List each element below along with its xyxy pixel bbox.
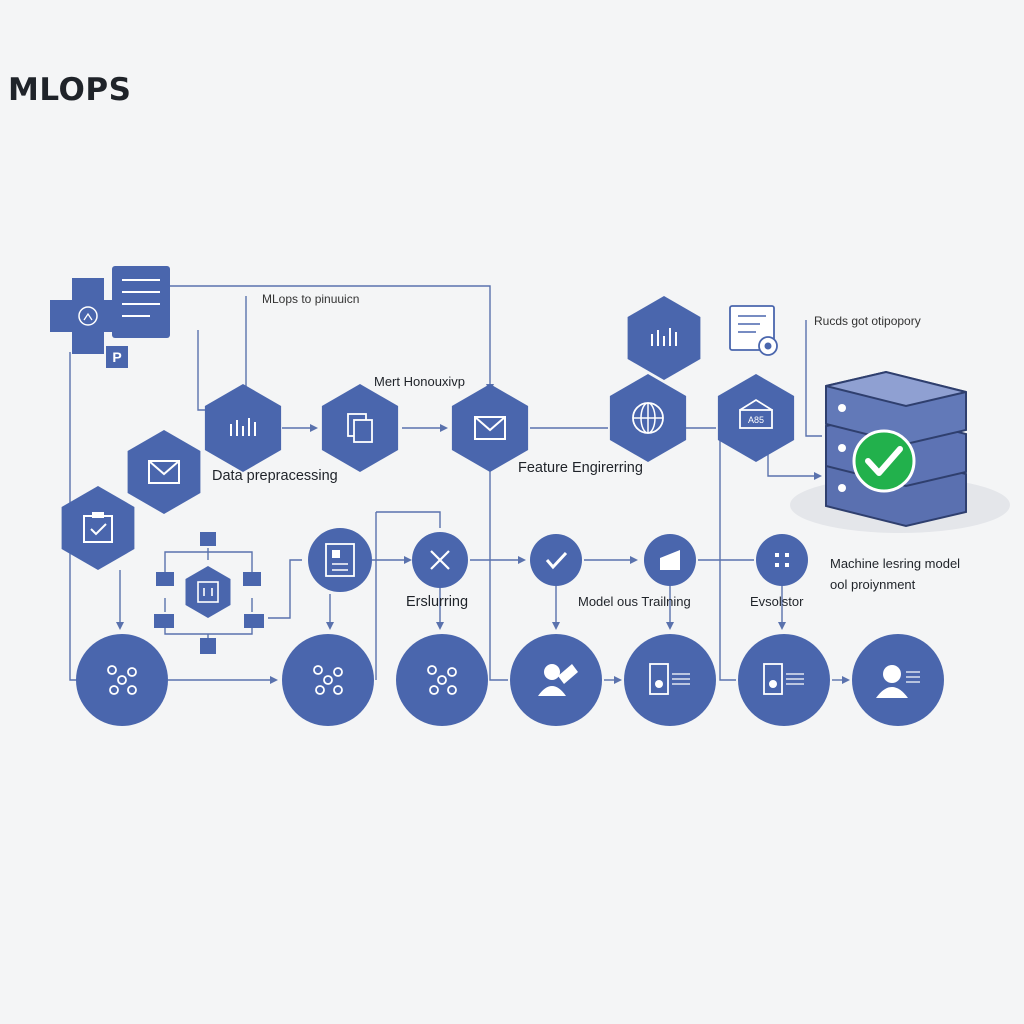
circle-person-tools-icon: [510, 634, 602, 726]
data-preprocessing-label: Data prepracessing: [212, 468, 338, 484]
model-training-label: Model ous Trailning: [578, 594, 691, 609]
hex-merge-icon: [451, 384, 529, 472]
hex-hub-icon: [185, 566, 231, 618]
circle-document-icon: [308, 528, 372, 592]
deployment-label-2: ool proiynment: [830, 577, 916, 592]
circle-network-3-icon: [396, 634, 488, 726]
hex-data-bars-icon: [204, 384, 282, 472]
hex-globe-icon: [609, 374, 687, 462]
document-icon: [112, 266, 170, 338]
circle-checkmark-icon: [530, 534, 582, 586]
hub-diagram: [154, 532, 264, 654]
circle-grid-dots-icon: [756, 534, 808, 586]
page-title: MLOPS: [8, 72, 132, 108]
circle-profile-card-2-icon: [738, 634, 830, 726]
circle-close-icon: [412, 532, 468, 588]
circle-area-chart-icon: [644, 534, 696, 586]
evaluator-label: Evsolstor: [750, 594, 804, 609]
hex-storage-icon: A85: [717, 374, 795, 462]
circle-profile-card-1-icon: [624, 634, 716, 726]
svg-text:A85: A85: [748, 415, 764, 425]
merge-label: Mert Honouxivp: [374, 374, 466, 389]
circle-network-1-icon: [76, 634, 168, 726]
medical-plus-icon: [50, 278, 126, 354]
p-badge: P: [106, 346, 128, 368]
p-badge-label: P: [112, 349, 121, 365]
database-server-icon: [790, 370, 1010, 533]
hex-top-bars-icon: [627, 296, 701, 380]
hex-mail-icon: [127, 430, 201, 514]
right-note: Rucds got otipopory: [814, 314, 921, 328]
top-note: MLops to pinuuicn: [262, 292, 360, 306]
evaluating-label: Erslurring: [406, 594, 469, 610]
deployment-label-1: Machine lesring model: [830, 556, 961, 571]
circle-avatar-icon: [852, 634, 944, 726]
clipboard-icon: [729, 305, 778, 356]
feature-engineering-label: Feature Engirerring: [518, 460, 643, 476]
circle-network-2-icon: [282, 634, 374, 726]
hex-files-icon: [321, 384, 399, 472]
hex-clipboard-icon: [61, 486, 135, 570]
